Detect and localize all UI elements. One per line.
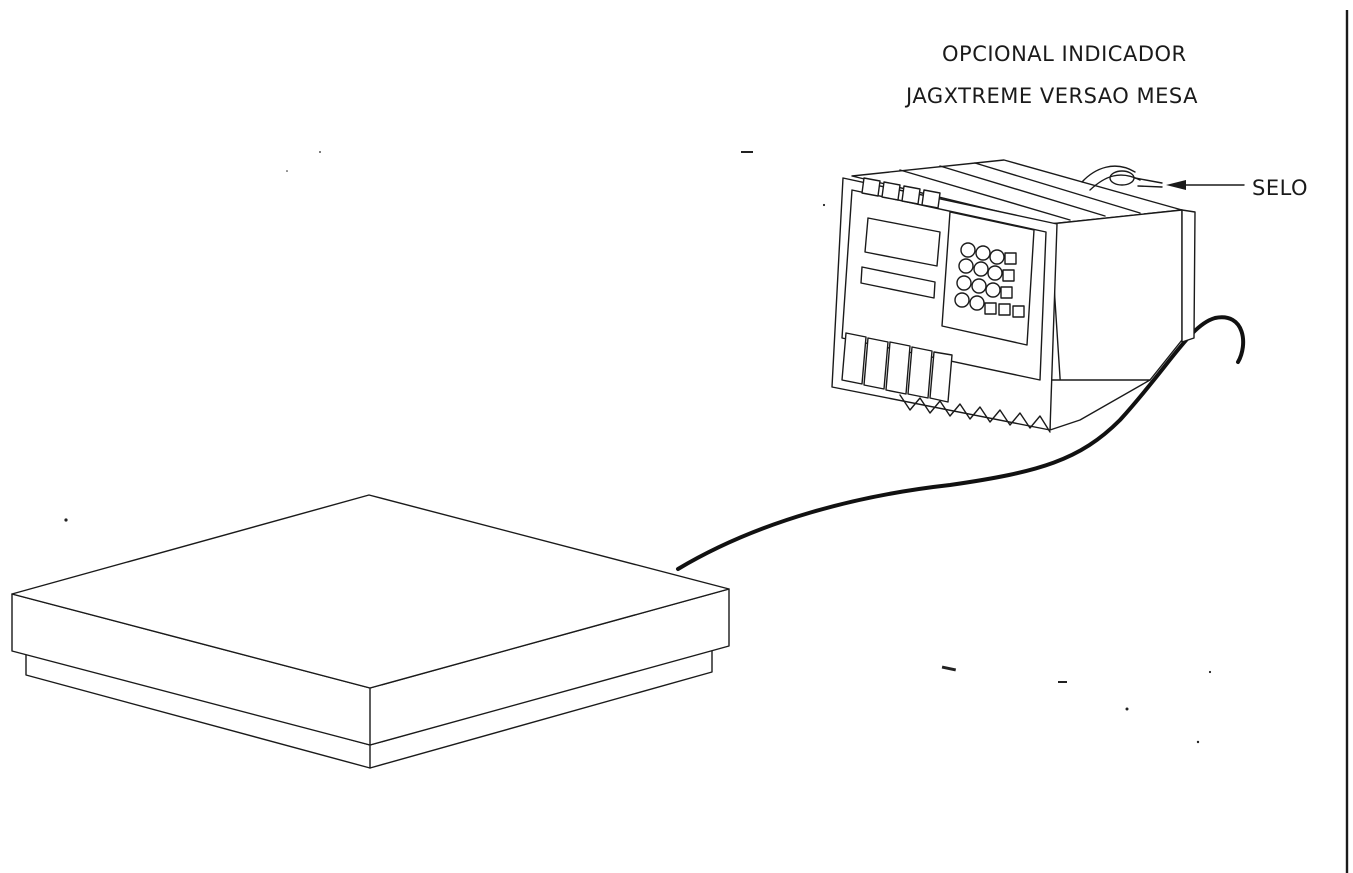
- seal-leader-arrow: [1166, 180, 1245, 190]
- cable-icon: [676, 315, 1246, 571]
- indicator-label-line1: OPCIONAL INDICADOR: [942, 42, 1187, 66]
- scan-specks: [64, 151, 1212, 744]
- weighing-indicator-icon: [831, 159, 1196, 433]
- seal-label: SELO: [1252, 176, 1308, 200]
- scale-platform-icon: [11, 494, 730, 769]
- indicator-label-line2: JAGXTREME VERSAO MESA: [904, 84, 1198, 108]
- seal-icon: [1081, 165, 1163, 191]
